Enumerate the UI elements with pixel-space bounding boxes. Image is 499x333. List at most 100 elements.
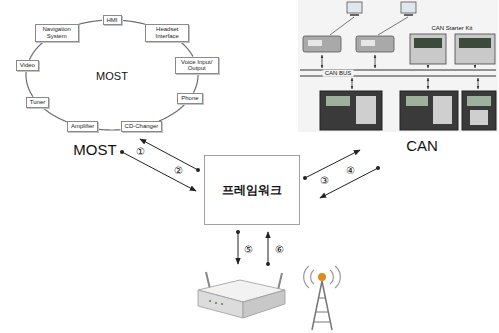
pc-icon-part [330, 17, 354, 35]
ring-link [193, 74, 198, 92]
antenna-tower [304, 266, 341, 330]
ring-link [159, 104, 185, 121]
bus-tap-arrow-part [375, 55, 376, 68]
flow-arrow-part [122, 152, 196, 191]
circuit-board-part [326, 96, 350, 106]
router-icon [198, 272, 285, 318]
circuit-board-part [356, 96, 376, 124]
device-box: Amplifier [67, 121, 98, 132]
starter-kit-panel-part [455, 34, 495, 64]
device-box: Tuner [26, 97, 49, 108]
box-text: 프레임워크 [222, 182, 282, 199]
circuit-board-part [406, 96, 428, 106]
can-device-part [303, 36, 341, 52]
antenna-tower-part [330, 270, 333, 284]
starter-kit-panel [410, 34, 495, 64]
circuit-board-part [400, 91, 458, 130]
box-text: Voice Input/ Output [179, 59, 215, 73]
antenna-tower-part [318, 298, 326, 299]
flow-arrow [120, 139, 380, 266]
flow-arrow-part [238, 232, 239, 264]
bus-tap-arrow-part [352, 78, 353, 89]
router-icon-part [209, 300, 211, 302]
ring-link [122, 20, 145, 24]
bus-tap-arrow-part [475, 66, 476, 68]
can-device-part [361, 40, 375, 46]
router-icon-part [198, 290, 243, 318]
router-icon-part [221, 303, 223, 305]
bus-tap-arrow-part [428, 66, 429, 68]
flow-arrow-part [196, 168, 200, 172]
bus-caption: CAN BUS [323, 70, 354, 77]
box-text: CD-Changer [125, 123, 159, 130]
device-box: HMI [103, 15, 122, 26]
box-text: Tuner [30, 99, 45, 106]
box-text: HMI [107, 17, 118, 24]
bus-tap-arrow-part [322, 55, 323, 68]
box-text: Video [20, 62, 35, 69]
bus-tap-arrow [322, 55, 478, 89]
antenna-tower-part [312, 281, 332, 330]
pc-icon-part [404, 14, 413, 16]
antenna-tower-part [304, 266, 309, 288]
ring-title: MOST [96, 70, 128, 82]
can-device [303, 36, 394, 52]
network-name: MOST [73, 142, 116, 159]
can-photo [298, 0, 498, 132]
antenna-tower-part [335, 266, 340, 288]
circuit-board [320, 91, 496, 130]
flow-arrow-part [120, 150, 124, 154]
callout-number: ① [136, 146, 145, 157]
circuit-board-part [462, 91, 496, 130]
can-device-part [356, 36, 394, 52]
antenna-tower-part [316, 312, 328, 313]
ring-link [181, 42, 193, 57]
can-photo-part [298, 0, 498, 132]
framework-box: 프레임워크 [204, 155, 300, 225]
callout-number: ⑥ [275, 244, 284, 255]
antenna-tower-part [318, 273, 326, 281]
pc-icon-part [401, 2, 416, 13]
ring-link [79, 20, 102, 24]
device-box: Voice Input/ Output [175, 57, 219, 75]
pc-icon-part [378, 17, 408, 35]
pc-icon-part [350, 14, 359, 16]
flow-arrow-part [140, 139, 198, 170]
ring-link [43, 108, 67, 122]
router-icon-part [278, 273, 282, 290]
box-text: Headset Interface [149, 26, 185, 40]
circuit-board-part [433, 96, 452, 124]
router-icon-part [206, 272, 210, 289]
antenna-tower-part [311, 270, 314, 284]
box-text: Amplifier [71, 123, 94, 130]
callout-number: ⑤ [244, 244, 253, 255]
bus-tap-arrow-part [428, 78, 429, 89]
device-box: Navigation System [35, 24, 79, 42]
circuit-board-part [470, 110, 488, 125]
device-box: CD-Changer [121, 121, 163, 132]
pc-icon-part [347, 2, 362, 13]
callout-number: ③ [320, 175, 329, 186]
can-bus-line [300, 70, 496, 76]
callout-number: ② [174, 165, 183, 176]
bus-tap-arrow-part [478, 78, 479, 89]
device-box: Video [16, 60, 39, 71]
flow-arrow-part [268, 232, 269, 264]
circuit-board-part [320, 91, 382, 130]
starter-kit-panel-part [414, 38, 442, 48]
ring-link [26, 71, 33, 97]
flow-arrow-part [266, 262, 270, 266]
device-box: Phone [177, 93, 202, 104]
router-icon-part [215, 302, 217, 304]
can-device-part [308, 40, 322, 46]
ring-link [29, 42, 43, 60]
antenna-tower-part [314, 322, 330, 323]
flow-arrow-part [376, 166, 380, 170]
flow-arrow-part [305, 150, 360, 178]
box-text: Navigation System [39, 26, 75, 40]
device-box: Headset Interface [145, 24, 189, 42]
callout-number: ④ [346, 165, 355, 176]
pc-icon [330, 2, 416, 35]
kit-caption: CAN Starter Kit [429, 25, 474, 32]
flow-arrow-part [303, 176, 307, 180]
